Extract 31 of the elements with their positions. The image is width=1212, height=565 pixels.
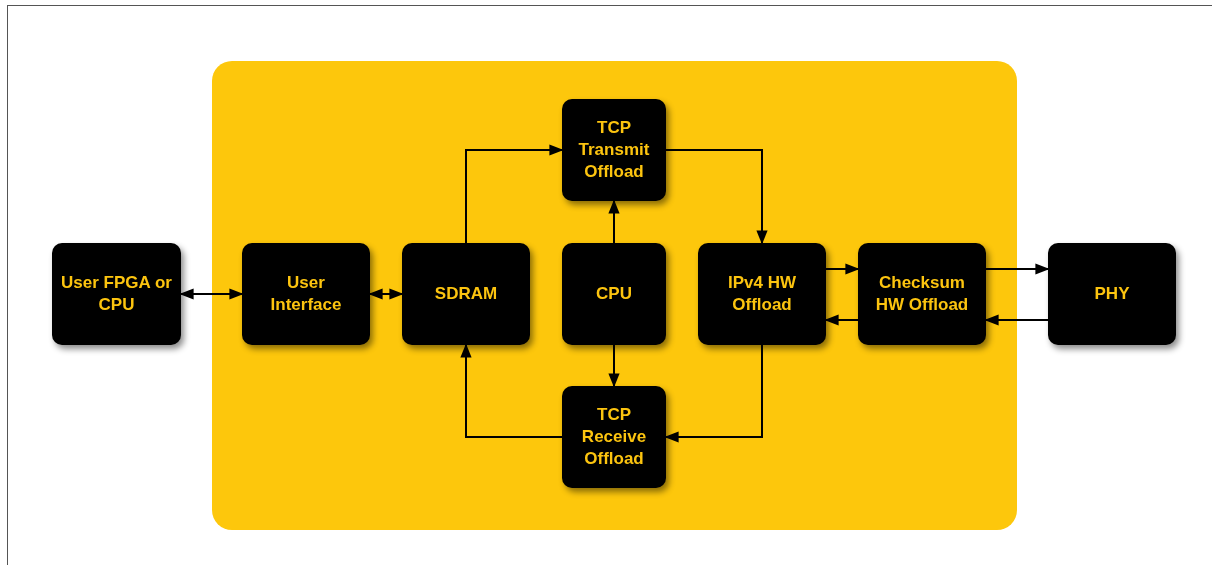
box-label: IPv4 HW Offload — [727, 272, 797, 316]
arrow — [179, 288, 244, 300]
arrow — [985, 263, 1050, 275]
box-label: User Interface — [269, 272, 343, 316]
process-box — [242, 243, 370, 345]
box-label: CPU — [596, 283, 632, 305]
process-box — [562, 386, 666, 488]
process-box — [698, 243, 826, 345]
arrow — [665, 149, 768, 245]
box-label: SDRAM — [434, 283, 498, 305]
process-box — [402, 243, 530, 345]
arrow — [608, 199, 620, 244]
box-label: User FPGA or CPU — [60, 272, 173, 316]
box-label: TCP Receive Offload — [580, 404, 648, 470]
arrow — [664, 344, 763, 443]
box-label: Checksum HW Offload — [874, 272, 970, 316]
process-box — [562, 243, 666, 345]
process-box — [858, 243, 986, 345]
arrow — [825, 263, 860, 275]
arrow — [608, 344, 620, 388]
arrow — [460, 343, 563, 438]
box-label: TCP Transmit Offload — [577, 117, 651, 183]
container-panel — [212, 61, 1017, 530]
process-box — [1048, 243, 1176, 345]
process-box — [562, 99, 666, 201]
arrow — [984, 314, 1049, 326]
arrow — [368, 288, 404, 300]
arrow — [465, 144, 564, 244]
arrow — [824, 314, 859, 326]
process-box — [52, 243, 181, 345]
box-label: PHY — [1094, 283, 1130, 305]
